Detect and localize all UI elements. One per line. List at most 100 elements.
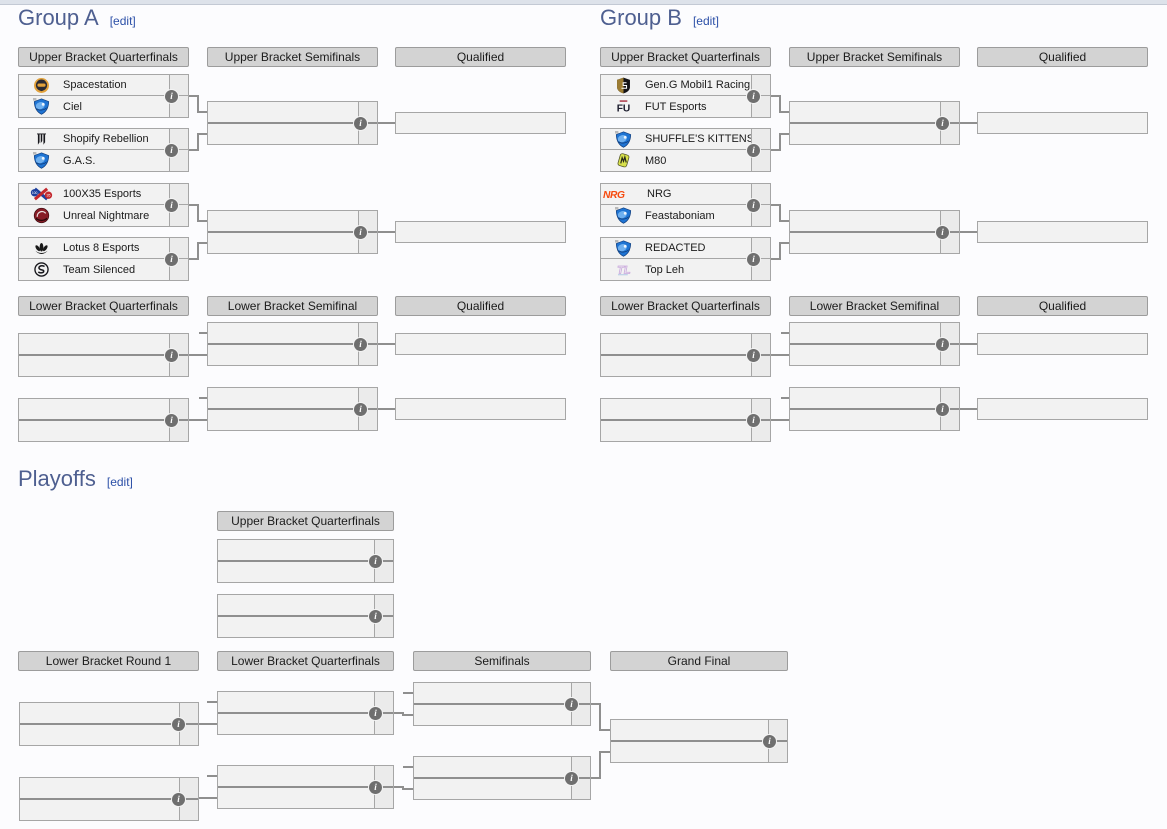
bracket-connector [780,242,789,244]
match-info-icon[interactable]: i [165,413,178,427]
match-info-icon[interactable]: i [354,402,367,416]
team-name: SHUFFLE'S KITTENS [645,133,751,145]
team-slot[interactable]: Ciel [19,96,188,117]
empty-team-slot [790,123,959,144]
bracket-match-empty: i [789,322,960,366]
team-name: NRG [647,188,672,200]
match-info-icon[interactable]: i [354,337,367,351]
team-slot[interactable]: Spacestation [19,75,188,96]
top-leh-logo-icon: TL [601,261,645,278]
bracket-connector [197,95,199,113]
match-middle-line [611,740,787,742]
match-info-icon[interactable]: i [165,89,178,103]
match-info-icon[interactable]: i [747,198,760,212]
match-info-icon[interactable]: i [369,554,382,568]
top-divider [0,0,1167,5]
bracket-connector [207,701,217,703]
bracket-connector [960,231,977,233]
m80-logo-icon [601,152,645,169]
bracket-connector [600,751,610,753]
empty-team-slot [19,399,188,420]
qualified-slot [977,333,1148,355]
match-info-icon[interactable]: i [354,116,367,130]
empty-team-slot [218,595,393,616]
empty-team-slot [601,355,770,376]
match-info-icon[interactable]: i [369,780,382,794]
team-name: Lotus 8 Esports [63,242,140,254]
team-slot[interactable]: Shopify Rebellion [19,129,188,150]
match-info-icon[interactable]: i [565,771,578,785]
bracket-connector [781,332,789,334]
match-info-icon[interactable]: i [936,225,949,239]
bracket-connector [403,788,413,790]
edit-link[interactable]: [edit] [106,475,133,489]
empty-team-slot [19,355,188,376]
lotus-8-esports-logo-icon [19,240,63,257]
round-header: Upper Bracket Semifinals [207,47,378,67]
match-info-icon[interactable]: i [172,717,185,731]
round-header: Qualified [395,47,566,67]
match-info-icon[interactable]: i [747,348,760,362]
match-info-icon[interactable]: i [763,734,776,748]
match-info-icon[interactable]: i [165,252,178,266]
match-info-icon[interactable]: i [747,143,760,157]
match-info-icon[interactable]: i [936,337,949,351]
empty-team-slot [218,692,393,713]
bracket-match-empty: i [18,333,189,377]
team-slot[interactable]: SHUFFLE'S KITTENS [601,129,770,150]
edit-link[interactable]: [edit] [109,14,136,28]
team-slot[interactable]: Gen.G Mobil1 Racing [601,75,770,96]
match-middle-line [20,723,198,725]
empty-team-slot [790,211,959,232]
match-info-icon[interactable]: i [747,252,760,266]
bracket-connector [771,204,781,206]
spacestation-gaming-logo-icon [19,77,63,94]
match-info-icon[interactable]: i [369,609,382,623]
bracket-match-empty: i [18,398,189,442]
match-info-icon[interactable]: i [165,198,178,212]
match-info-icon[interactable]: i [165,348,178,362]
edit-link[interactable]: [edit] [692,14,719,28]
round-header: Grand Final [610,651,788,671]
empty-team-slot [208,232,377,253]
team-slot[interactable]: Feastaboniam [601,205,770,226]
team-slot[interactable]: Team Silenced [19,259,188,280]
bracket-connector [189,354,207,356]
qualified-slot [977,112,1148,134]
qualified-slot [395,221,566,243]
team-slot[interactable]: Lotus 8 Esports [19,238,188,259]
fut-esports-logo-icon: FU [601,98,645,115]
team-slot[interactable]: G.A.S. [19,150,188,171]
match-info-icon[interactable]: i [165,143,178,157]
match-middle-line [218,615,393,617]
bracket-match-empty: i [413,756,591,800]
empty-team-slot [790,102,959,123]
team-slot[interactable]: M80 [601,150,770,171]
bracket-connector [199,723,217,725]
match-info-icon[interactable]: i [172,792,185,806]
empty-team-slot [790,323,959,344]
match-info-icon[interactable]: i [354,225,367,239]
match-info-icon[interactable]: i [747,89,760,103]
section-heading-playoffs: Playoffs [edit] [18,466,133,492]
match-info-icon[interactable]: i [936,402,949,416]
match-info-icon[interactable]: i [936,116,949,130]
match-info-icon[interactable]: i [747,413,760,427]
empty-team-slot [790,344,959,365]
team-slot[interactable]: REDACTED [601,238,770,259]
match-info-icon[interactable]: i [565,697,578,711]
match-middle-line [19,354,188,356]
match-middle-line [601,354,770,356]
match-info-icon[interactable]: i [369,706,382,720]
bracket-connector [199,797,217,799]
bracket-connector [197,204,199,222]
team-slot[interactable]: Unreal Nightmare [19,205,188,226]
score-cell [179,778,198,799]
